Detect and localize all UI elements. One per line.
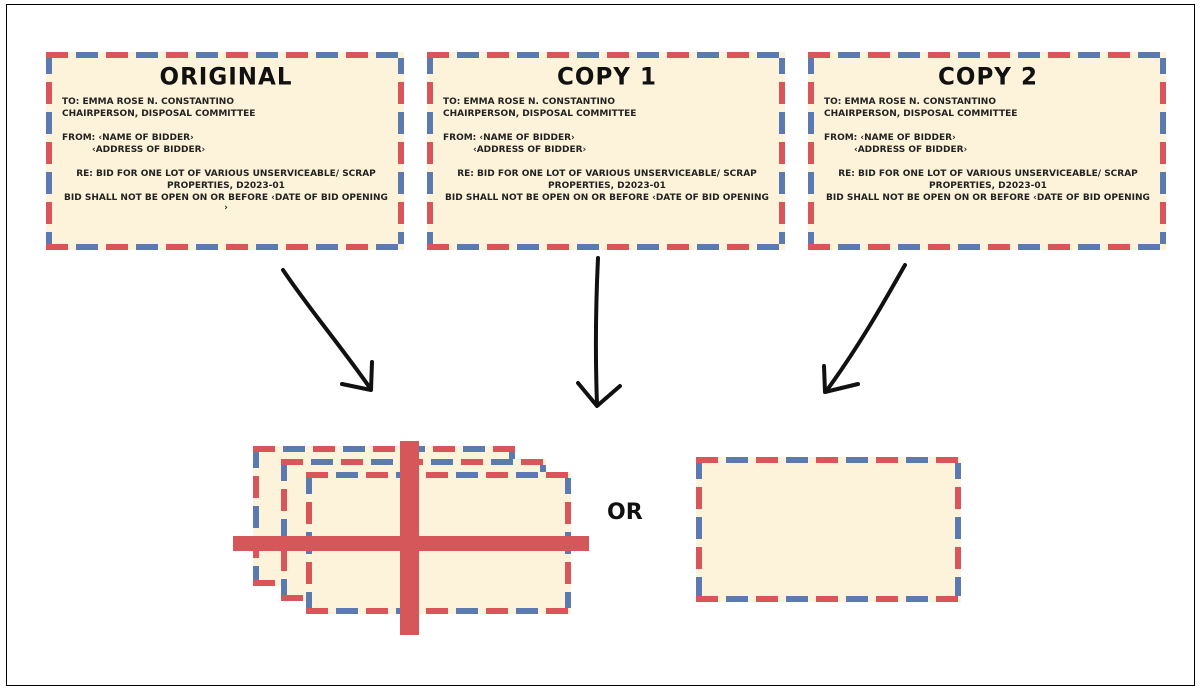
envelope-copy-2: COPY 2 TO: EMMA ROSE N. CONSTANTINO CHAI… bbox=[808, 52, 1166, 250]
envelope-original: ORIGINAL TO: EMMA ROSE N. CONSTANTINO CH… bbox=[46, 52, 404, 250]
arrow-copy-1 bbox=[593, 256, 600, 406]
or-label: OR bbox=[607, 500, 643, 525]
single-envelope bbox=[696, 457, 961, 602]
ribbon-vertical bbox=[400, 441, 419, 635]
subject-reference: PROPERTIES, D2023-01 bbox=[548, 181, 666, 191]
sender-name: FROM: ‹NAME OF BIDDER› bbox=[443, 133, 575, 143]
envelope-title: COPY 2 bbox=[938, 63, 1038, 91]
arrow-head-original bbox=[340, 360, 374, 392]
envelope-copy-1: COPY 1 TO: EMMA ROSE N. CONSTANTINO CHAI… bbox=[427, 52, 785, 250]
bid-opening-notice: BID SHALL NOT BE OPEN ON OR BEFORE ‹DATE… bbox=[445, 193, 769, 203]
recipient-position: CHAIRPERSON, DISPOSAL COMMITTEE bbox=[824, 109, 1018, 119]
recipient-name: TO: EMMA ROSE N. CONSTANTINO bbox=[443, 97, 615, 107]
bid-opening-notice: BID SHALL NOT BE OPEN ON OR BEFORE ‹DATE… bbox=[64, 193, 388, 203]
subject-line: RE: BID FOR ONE LOT OF VARIOUS UNSERVICE… bbox=[76, 169, 376, 179]
recipient-name: TO: EMMA ROSE N. CONSTANTINO bbox=[824, 97, 996, 107]
sender-name: FROM: ‹NAME OF BIDDER› bbox=[62, 133, 194, 143]
sender-address: ‹ADDRESS OF BIDDER› bbox=[92, 145, 206, 155]
recipient-position: CHAIRPERSON, DISPOSAL COMMITTEE bbox=[62, 109, 256, 119]
envelope-title: COPY 1 bbox=[557, 63, 657, 91]
arrow-original bbox=[281, 268, 372, 390]
envelope-title: ORIGINAL bbox=[159, 63, 293, 91]
subject-reference: PROPERTIES, D2023-01 bbox=[167, 181, 285, 191]
subject-line: RE: BID FOR ONE LOT OF VARIOUS UNSERVICE… bbox=[457, 169, 757, 179]
sender-address: ‹ADDRESS OF BIDDER› bbox=[473, 145, 587, 155]
subject-reference: PROPERTIES, D2023-01 bbox=[929, 181, 1047, 191]
arrow-copy-2 bbox=[825, 263, 907, 392]
bid-opening-notice-tail: › bbox=[224, 203, 228, 213]
subject-line: RE: BID FOR ONE LOT OF VARIOUS UNSERVICE… bbox=[838, 169, 1138, 179]
bid-opening-notice: BID SHALL NOT BE OPEN ON OR BEFORE ‹DATE… bbox=[826, 193, 1150, 203]
arrow-head-copy-2 bbox=[822, 364, 860, 394]
sender-name: FROM: ‹NAME OF BIDDER› bbox=[824, 133, 956, 143]
recipient-position: CHAIRPERSON, DISPOSAL COMMITTEE bbox=[443, 109, 637, 119]
sender-address: ‹ADDRESS OF BIDDER› bbox=[854, 145, 968, 155]
arrow-head-copy-1 bbox=[576, 381, 622, 408]
recipient-name: TO: EMMA ROSE N. CONSTANTINO bbox=[62, 97, 234, 107]
diagram-frame bbox=[6, 4, 1195, 686]
